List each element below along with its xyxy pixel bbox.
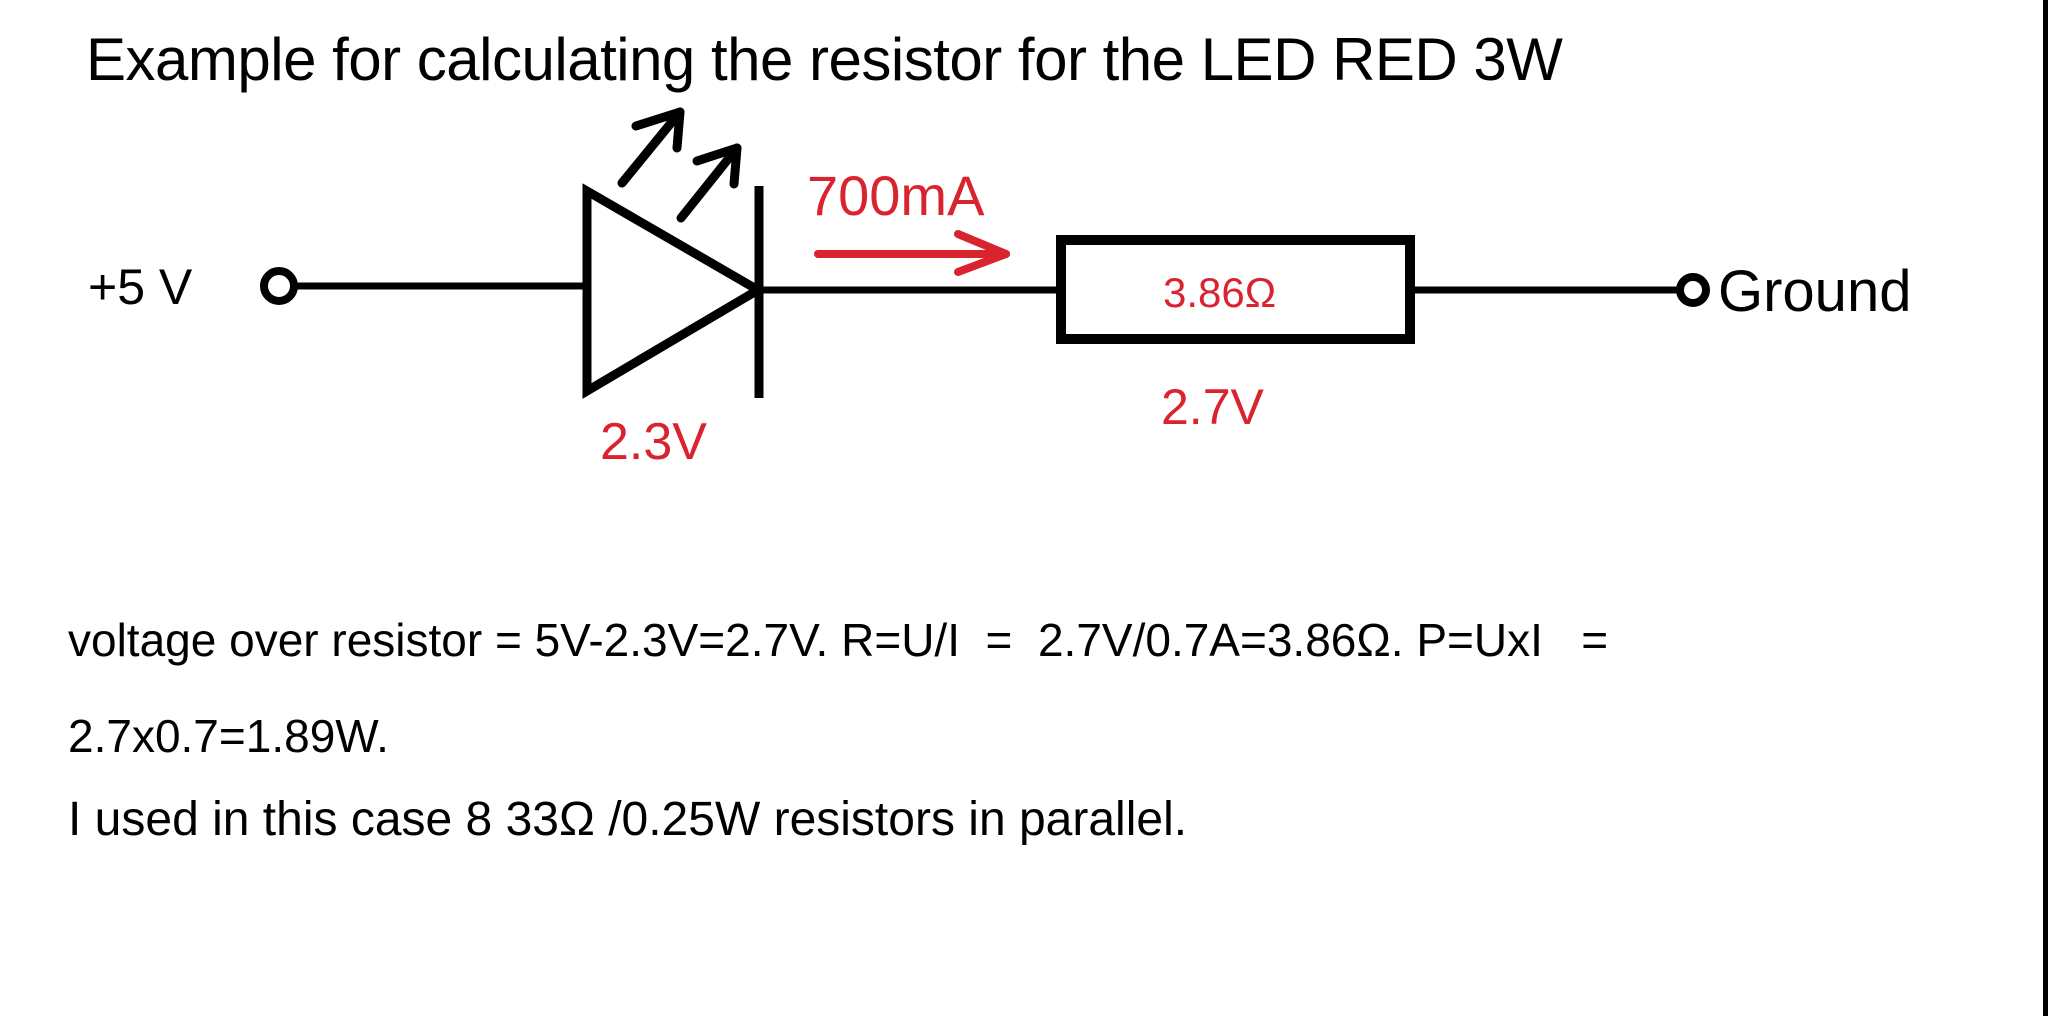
current-label: 700mA: [807, 164, 985, 227]
page-title: Example for calculating the resistor for…: [86, 26, 1563, 93]
calculation-text: voltage over resistor = 5V-2.3V=2.7V. R=…: [68, 592, 1968, 784]
supply-voltage-label: +5 V: [88, 259, 193, 315]
led-light-arrows-icon: [617, 107, 742, 223]
led-diode-triangle-icon: [582, 183, 767, 399]
ground-label: Ground: [1718, 259, 1912, 324]
circuit-diagram: [260, 107, 1710, 399]
ground-terminal-icon: [1676, 273, 1710, 307]
current-direction-arrow-icon: [814, 230, 1010, 276]
resistor-value-label: 3.86Ω: [1163, 269, 1277, 316]
calculation-line-2: 2.7x0.7=1.89W.: [68, 710, 389, 762]
calculation-line-1: voltage over resistor = 5V-2.3V=2.7V. R=…: [68, 614, 1609, 666]
resistor-voltage-label: 2.7V: [1161, 379, 1264, 435]
resistor-usage-note: I used in this case 8 33Ω /0.25W resisto…: [68, 793, 1188, 846]
image-right-border: [2043, 0, 2048, 1016]
supply-terminal-icon: [260, 267, 298, 305]
led-voltage-label: 2.3V: [600, 413, 707, 471]
